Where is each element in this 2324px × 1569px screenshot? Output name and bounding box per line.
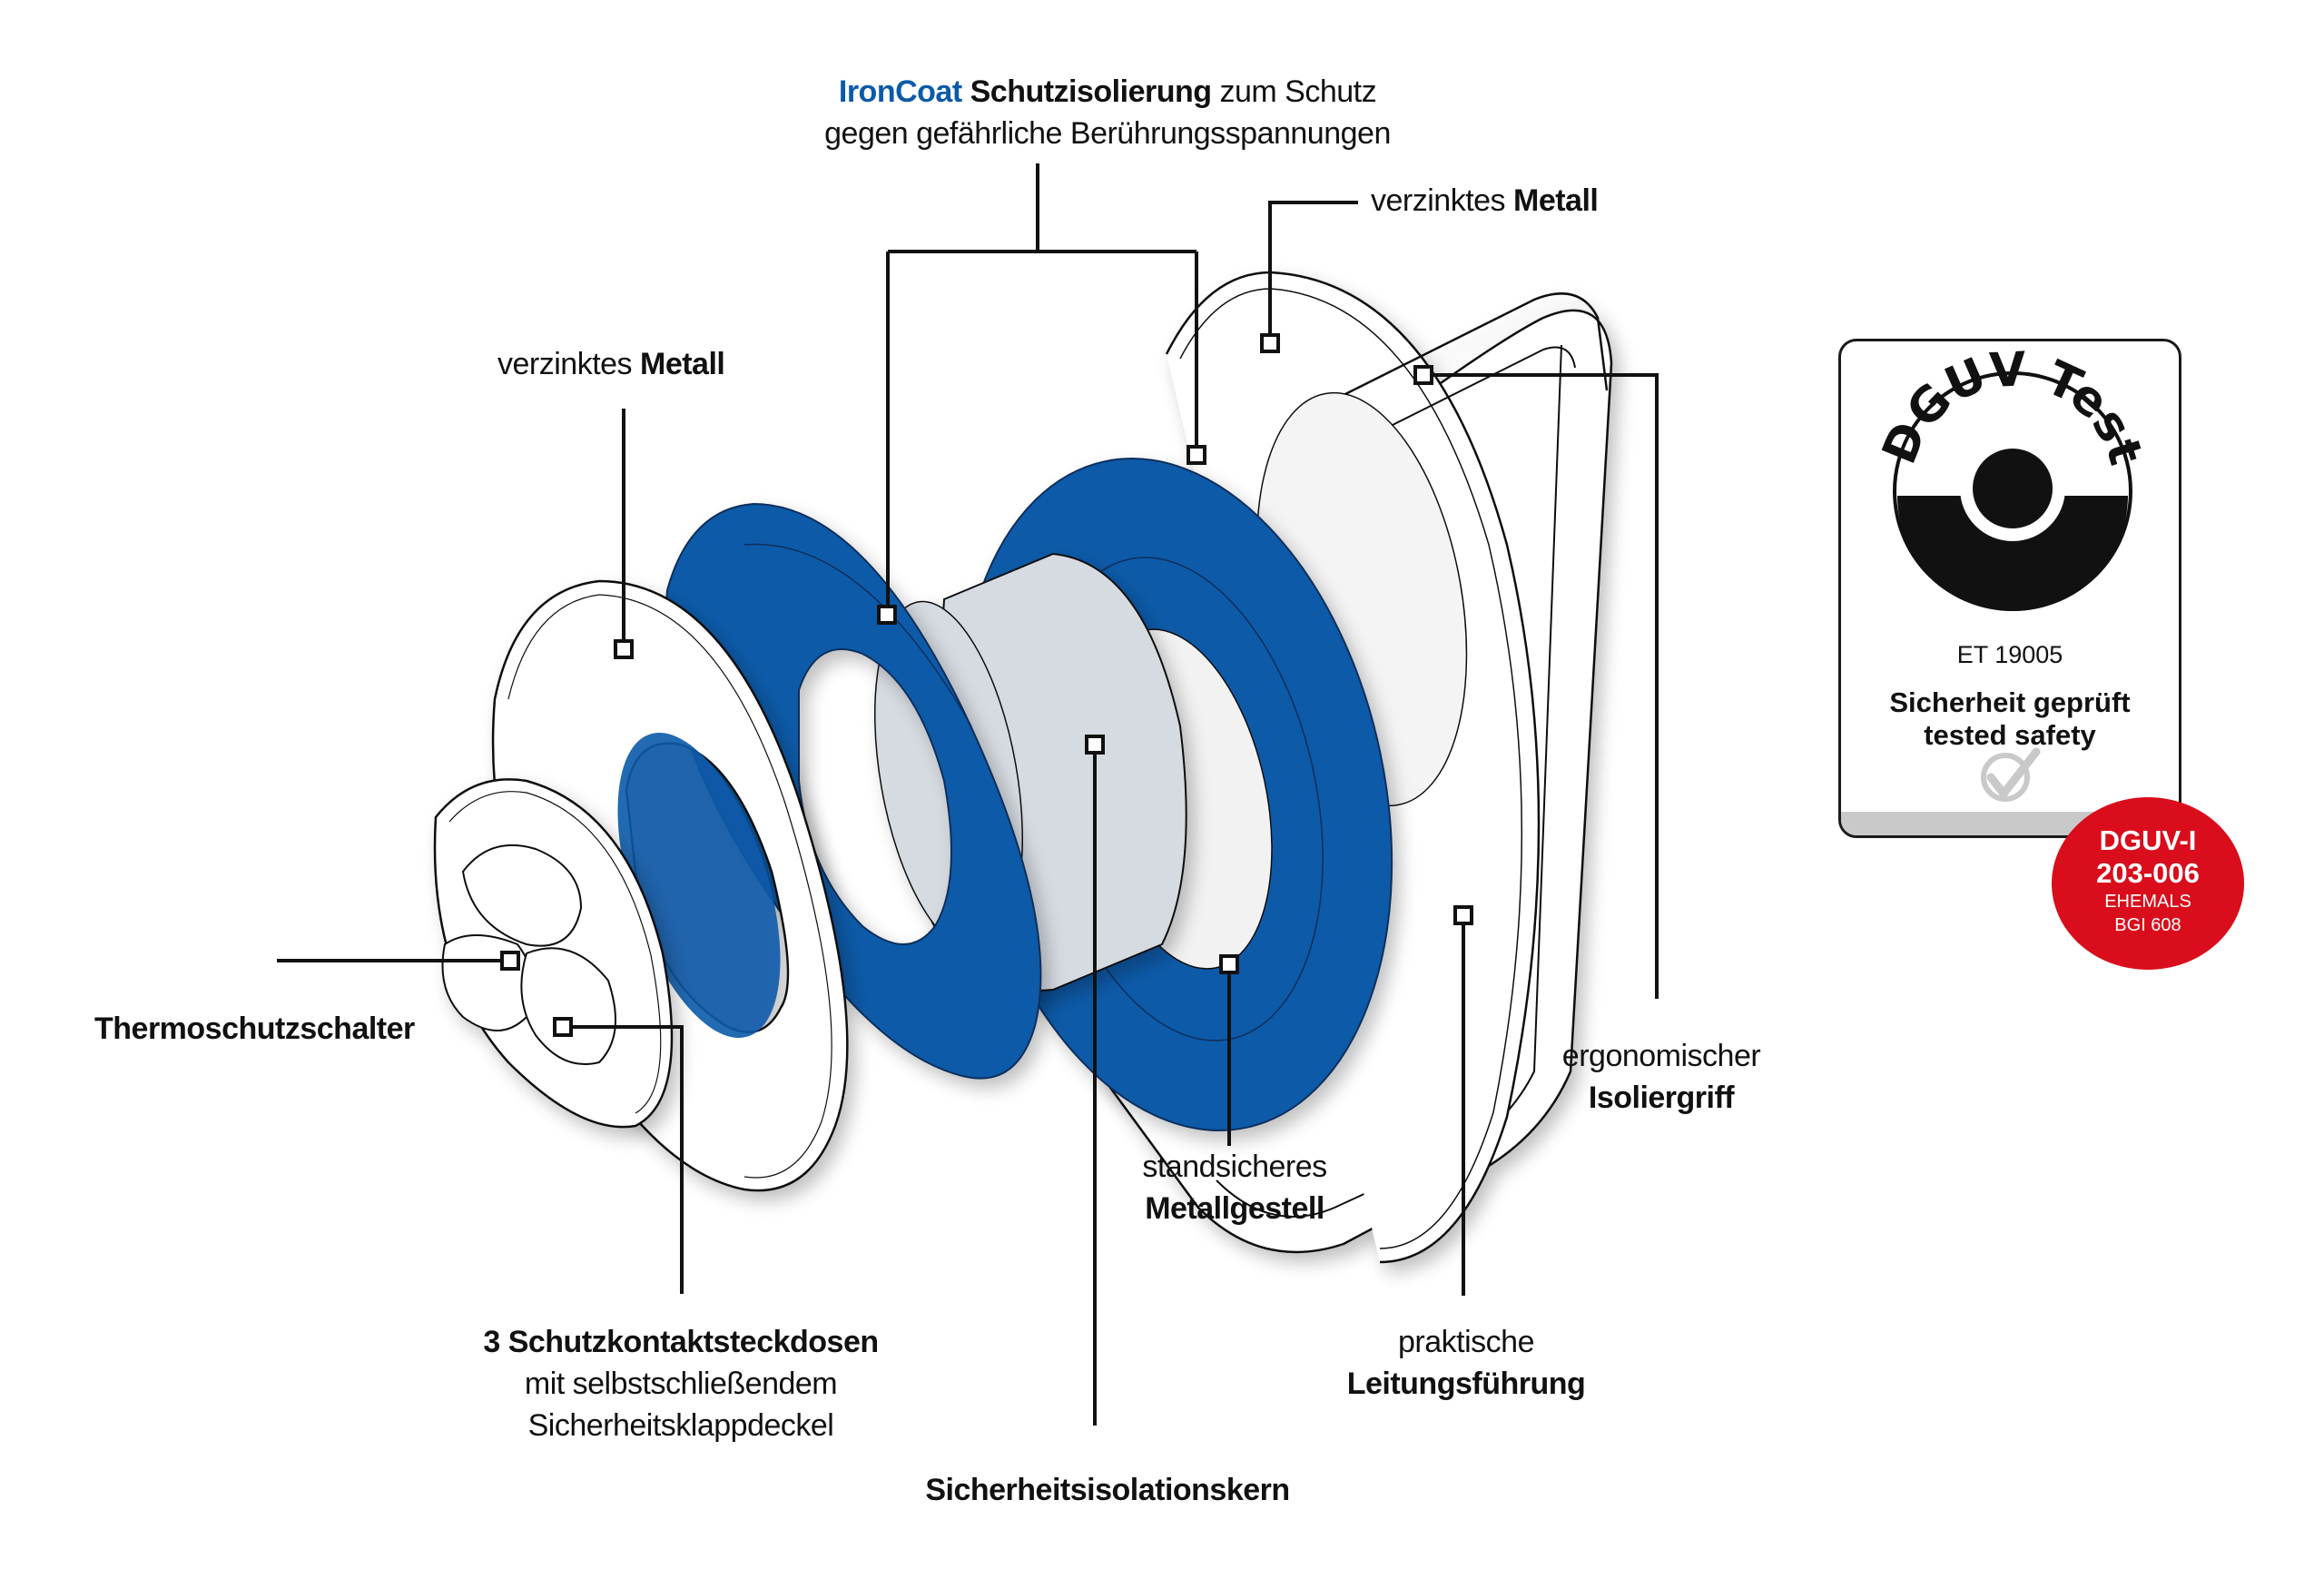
core-text: Sicherheitsisolationskern [925,1473,1290,1507]
label-core: Sicherheitsisolationskern [872,1469,1344,1511]
tested-line1: Sicherheit geprüft [1889,686,2131,718]
ironcoat-bold: Schutzisolierung [970,74,1212,109]
label-metal-front: verzinktes Metall [497,343,725,385]
cable-guide-light: praktische [1398,1325,1534,1359]
label-frame: standsicheres Metallgestell [1098,1146,1371,1229]
thermal-switch-text: Thermoschutzschalter [94,1011,415,1046]
seal-line4: BGI 608 [2114,915,2181,935]
handle-bold: Isoliergriff [1588,1081,1735,1115]
socket-3 [520,947,616,1065]
sockets-line2: mit selbstschließendem [524,1367,838,1401]
cable-guide-bold: Leitungsführung [1346,1367,1586,1401]
ironcoat-brand: IronCoat [838,74,962,109]
label-handle: ergonomischer Isoliergriff [1525,1035,1797,1119]
label-cable-guide: praktische Leitungsführung [1316,1321,1616,1405]
leader-sockets [563,1025,684,1294]
label-sockets: 3 Schutzkontaktsteckdosen mit selbstschl… [445,1321,917,1446]
checkmark-icon [1981,747,2041,802]
insulated-handle [1334,292,1609,401]
dguv-test-badge: DGUV Test ET 19005 Sicherheit geprüft te… [1838,339,2181,838]
label-ironcoat: IronCoat Schutzisolierung zum Schutz geg… [790,71,1425,154]
metal-front-bold: Metall [640,347,725,381]
metal-front-light: verzinktes [497,347,640,381]
sockets-line3: Sicherheitsklappdeckel [527,1408,834,1443]
tested-safety: Sicherheit geprüft tested safety [1841,686,2179,752]
seal-line2: 203-006 [2096,857,2200,889]
handle-light: ergonomischer [1561,1039,1761,1073]
dguv-logo: DGUV Test [1872,342,2153,802]
socket-plate [433,778,674,1129]
frame-light: standsicheres [1142,1150,1327,1184]
metal-rear-light: verzinktes [1371,183,1513,218]
ironcoat-line2: gegen gefährliche Berührungsspannungen [824,116,1391,151]
socket-2 [441,934,535,1031]
tested-line2: tested safety [1924,719,2096,751]
frame-bold: Metallgestell [1145,1191,1324,1226]
sockets-bold: 3 Schutzkontaktsteckdosen [483,1325,879,1359]
ironcoat-rest: zum Schutz [1211,74,1377,109]
metal-rear-bold: Metall [1513,183,1599,218]
seal-line1: DGUV-I [2099,824,2197,856]
leader-metal-rear [1268,201,1358,343]
label-metal-rear: verzinktes Metall [1371,180,1599,222]
cert-number: ET 19005 [1956,641,2063,668]
seal-line3: EHEMALS [2104,892,2191,912]
callout-markers [500,333,1473,1037]
leader-ironcoat [886,163,1198,616]
socket-1 [461,844,583,947]
leader-handle [1423,373,1659,999]
leader-lines [277,163,1659,1426]
dguv-i-seal: DGUV-I 203-006 EHEMALS BGI 608 [2052,797,2244,970]
label-thermal-switch: Thermoschutzschalter [94,1008,415,1050]
